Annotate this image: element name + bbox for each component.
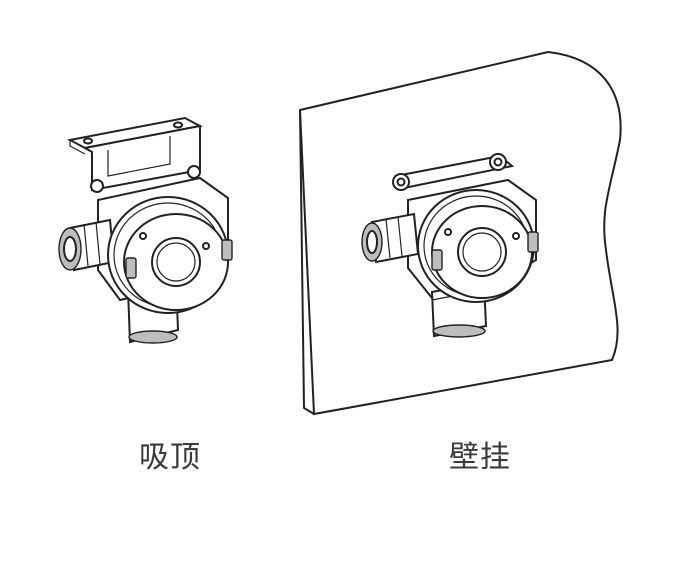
- wall-mount-illustration: [298, 50, 622, 416]
- ceiling-bracket: [67, 116, 203, 193]
- ceiling-detector-body: [58, 176, 233, 344]
- wall-detector-body: [361, 178, 539, 338]
- ceiling-mount-illustration: [58, 116, 233, 344]
- wall-mount-caption: 壁挂: [449, 440, 511, 475]
- wall-mount-bracket: [392, 153, 515, 191]
- ceiling-mount-caption: 吸顶: [139, 440, 201, 475]
